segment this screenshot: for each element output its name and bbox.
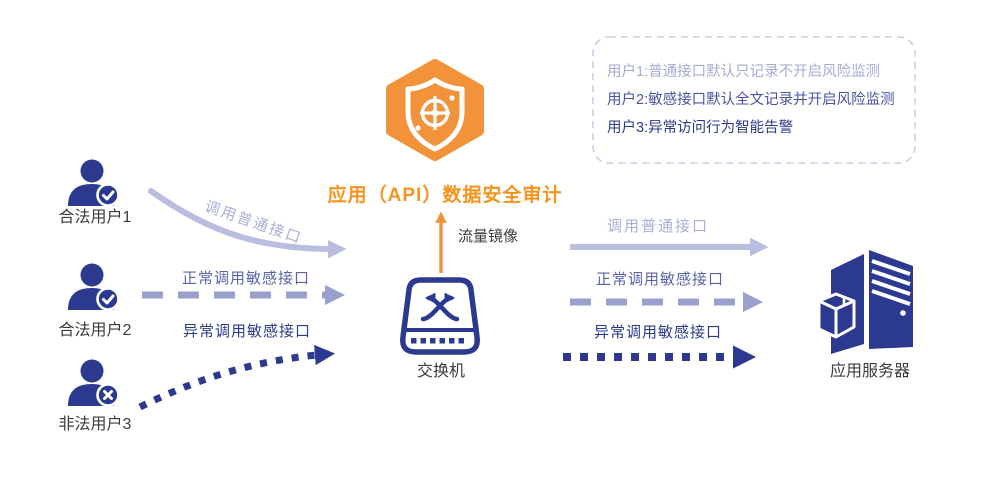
user-2: 合法用户2 [59, 263, 132, 339]
left-flow-normal-sensitive: 正常调用敏感接口 [142, 270, 346, 306]
server-led [900, 310, 906, 316]
right-flow-normal-api: 调用普通接口 [570, 218, 769, 257]
package-box-icon [817, 292, 856, 339]
target-dot-ne [449, 95, 455, 101]
check-mark [102, 294, 115, 305]
right-flow-abnormal-sensitive: 异常调用敏感接口 [563, 324, 757, 369]
server-vents [871, 259, 911, 306]
switch-cross-arrow-left [424, 292, 460, 322]
check-mark [102, 190, 115, 201]
right-flow-3-label: 异常调用敏感接口 [594, 324, 722, 341]
right-flow-1-label: 调用普通接口 [607, 218, 709, 235]
user-2-label: 合法用户2 [59, 321, 132, 339]
switch-node: 交换机 [400, 277, 480, 380]
left-flow-3-arrow [138, 344, 336, 411]
switch-body [400, 277, 480, 355]
traffic-mirror: 流量镜像 [435, 211, 518, 273]
target-center-dot [431, 109, 439, 117]
left-flow-2-label: 正常调用敏感接口 [182, 270, 310, 287]
left-flow-1-arrow [148, 188, 347, 259]
notes-panel: 用户1:普通接口默认只记录不开启风险监测 用户2:敏感接口默认全文记录并开启风险… [592, 36, 916, 164]
right-flow-2-label: 正常调用敏感接口 [596, 271, 724, 288]
user-3: 非法用户3 [59, 359, 132, 433]
note-line-1: 用户1:普通接口默认只记录不开启风险监测 [607, 63, 880, 80]
user-check-icon [68, 159, 120, 207]
check-badge [96, 287, 120, 311]
user-3-label: 非法用户3 [59, 415, 132, 433]
switch-ports [411, 338, 464, 344]
notes-panel-border [592, 36, 916, 164]
left-flow-abnormal-sensitive: 异常调用敏感接口 [138, 323, 336, 411]
network-switch-icon [400, 277, 480, 355]
user-1-label: 合法用户1 [59, 208, 132, 226]
server-node: 应用服务器 [817, 250, 913, 380]
x-mark [103, 390, 113, 400]
shield-target-icon [386, 59, 484, 161]
switch-label: 交换机 [417, 362, 465, 380]
audit-title: 应用（API）数据安全审计 [328, 183, 563, 206]
right-flow-normal-sensitive: 正常调用敏感接口 [570, 271, 764, 313]
note-line-3: 用户3:异常访问行为智能告警 [607, 119, 793, 136]
user-x-icon [68, 359, 120, 407]
left-flow-3-label: 异常调用敏感接口 [183, 323, 311, 340]
shield-outline [405, 77, 465, 152]
note-line-2: 用户2:敏感接口默认全文记录并开启风险监测 [607, 90, 895, 108]
mirror-label: 流量镜像 [458, 227, 518, 245]
app-server-icon [817, 250, 913, 354]
audit-node: 应用（API）数据安全审计 [328, 59, 563, 206]
left-flow-normal-api: 调用普通接口 [148, 188, 347, 259]
user-1: 合法用户1 [59, 159, 132, 226]
switch-cross-arrow-right [420, 292, 456, 322]
server-label: 应用服务器 [830, 361, 910, 380]
check-badge [96, 183, 120, 207]
target-dot-sw [415, 125, 421, 131]
user-check-icon [68, 263, 120, 311]
